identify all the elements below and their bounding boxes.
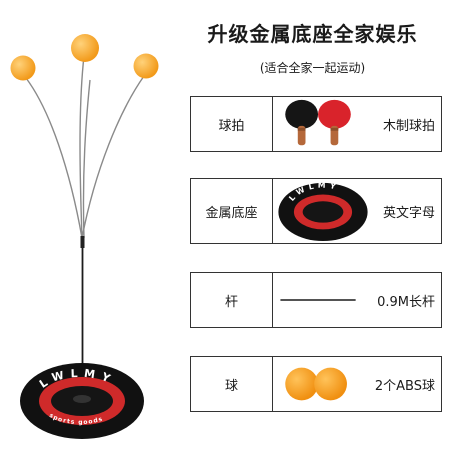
ball-left <box>10 55 36 81</box>
spec-label: 杆 <box>224 294 238 310</box>
row-divider <box>272 179 273 243</box>
spec-value: 英文字母 <box>382 205 435 221</box>
spec-label: 金属底座 <box>205 205 258 221</box>
spec-row-paddle: 球拍 木制球拍 <box>190 96 442 152</box>
rod-line-icon <box>280 299 356 301</box>
page-subtitle: (适合全家一起运动) <box>259 61 366 75</box>
base-disc-icon: LWLMY <box>278 181 368 242</box>
row-divider <box>272 357 273 411</box>
product-illustration: LWLMY sports goods <box>10 34 159 439</box>
spec-value: 2个ABS球 <box>374 378 435 394</box>
row-divider <box>272 273 273 327</box>
spec-row-rod: 杆 0.9M长杆 <box>190 272 442 328</box>
ball-center <box>71 34 99 62</box>
spec-label: 球 <box>224 378 238 394</box>
row-divider <box>272 97 273 151</box>
spec-row-base: 金属底座 LWLMY 英文字母 <box>190 178 442 244</box>
ball-right <box>133 53 159 79</box>
spec-row-balls: 球 2个ABS球 <box>190 356 442 412</box>
balls-icon <box>285 367 347 401</box>
base-disc: LWLMY sports goods <box>20 363 144 439</box>
paddles-icon <box>285 99 351 146</box>
spec-value: 木制球拍 <box>382 118 435 134</box>
spec-value: 0.9M长杆 <box>377 294 435 310</box>
spec-label: 球拍 <box>218 118 245 134</box>
flex-wires <box>25 55 145 239</box>
page-title: 升级金属底座全家娱乐 <box>207 22 418 46</box>
